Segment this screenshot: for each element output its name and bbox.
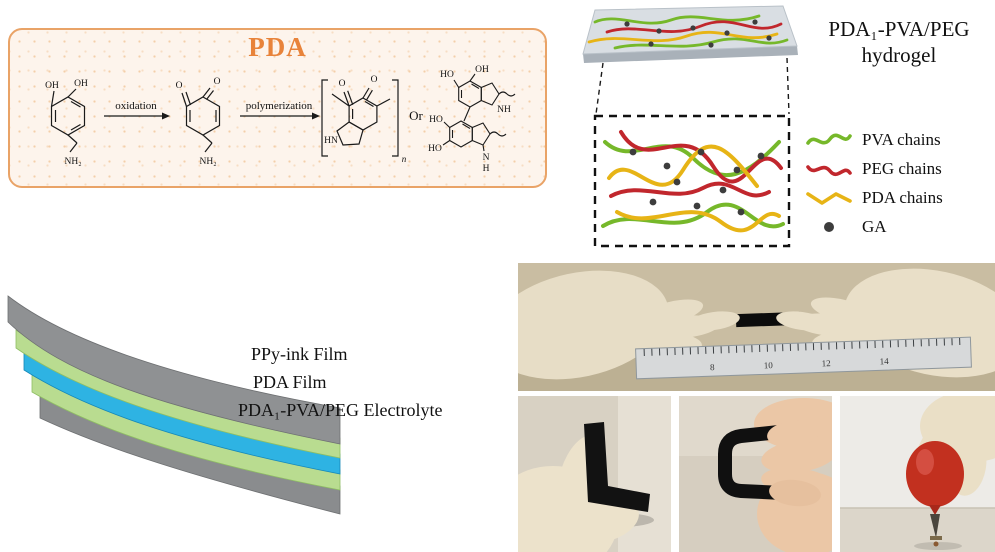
legend-label-pda: PDA chains	[862, 188, 943, 207]
zoom-box	[593, 114, 791, 248]
ruler-number-1: 10	[764, 360, 774, 370]
compression-test-photo	[840, 396, 995, 552]
hydrogel-illustration	[582, 5, 798, 248]
pda-repeat-unit	[321, 79, 399, 157]
electrolyte-label: PDA₁-PVA/PEG Electrolyte	[238, 400, 443, 420]
ppy-ink-film-layer	[7, 295, 341, 445]
hydroxyl-label: HO	[429, 115, 443, 125]
layered-film-stack	[7, 295, 341, 515]
red-balloon	[906, 441, 964, 515]
hydroxyl-label: OH	[74, 79, 88, 89]
ring-h-label: H	[483, 164, 490, 174]
fold-test-photo	[679, 396, 832, 552]
reaction-scheme-drawing: OH OH NH₂ oxidation O O	[45, 65, 516, 174]
fingertip-top	[767, 420, 819, 448]
legend-label-peg: PEG chains	[862, 159, 942, 178]
hydrogel-title-line2: hydrogel	[861, 43, 937, 68]
slab-polymer-chains	[587, 14, 789, 50]
ring-nh-label: NH	[497, 105, 511, 115]
amine-label: NH₂	[199, 157, 216, 167]
zoom-connector-lines	[595, 57, 790, 115]
folded-black-film	[718, 425, 784, 500]
indole-dimer-structure	[442, 73, 516, 152]
hydrogel-title-line1: PDA₁-PVA/PEG	[828, 17, 970, 41]
pda-title: PDA	[248, 32, 307, 62]
ring-nh-label: HN	[324, 136, 338, 146]
network-chains	[601, 130, 785, 233]
network-crosslink-dots	[629, 148, 765, 216]
oxidation-label: oxidation	[115, 100, 157, 112]
ruler-number-2: 12	[822, 358, 831, 368]
hydrogel-slab	[582, 5, 798, 63]
ga-dot-icon	[824, 222, 834, 232]
peg-chain-icon	[806, 165, 852, 177]
ruler-number-0: 8	[710, 362, 715, 372]
ruler: 8 10 12 14	[635, 336, 972, 380]
pda-film-label: PDA Film	[253, 372, 327, 392]
ppy-ink-film-label: PPy-ink Film	[251, 344, 348, 364]
ruler-number-3: 14	[879, 356, 889, 366]
ring-n-label: N	[483, 153, 490, 163]
polymerization-arrow	[240, 112, 320, 120]
legend-item-peg: PEG chains	[806, 159, 943, 179]
hydrogel-legend: PVA chains PEG chains PDA chains GA	[806, 130, 943, 237]
carbonyl-label: O	[339, 79, 346, 89]
pda-reaction-scheme-panel: PDA OH OH NH₂ oxidation	[8, 28, 547, 188]
shadow	[914, 542, 962, 550]
stretch-test-photo: 8 10 12 14	[518, 263, 995, 391]
legend-label-pva: PVA chains	[862, 130, 941, 149]
legend-item-ga: GA	[806, 217, 943, 237]
legend-item-pva: PVA chains	[806, 130, 943, 150]
hydroxyl-label: OH	[45, 81, 59, 91]
hydroxyl-label: HO	[440, 70, 454, 80]
bent-black-film	[584, 422, 650, 512]
dopamine-structure	[50, 88, 86, 153]
fingertip-bottom	[769, 479, 821, 507]
cone-base	[930, 536, 942, 540]
hydroxyl-label: OH	[475, 65, 489, 75]
cone-tip	[930, 514, 940, 538]
contact-mark	[933, 541, 939, 547]
pda-chain-icon	[806, 192, 852, 205]
slab-crosslink-dots	[624, 19, 772, 48]
repeat-subscript-n: n	[402, 154, 407, 164]
bend-test-photo	[518, 396, 671, 552]
oxidation-arrow	[104, 112, 170, 120]
or-label: Or	[409, 108, 423, 123]
amine-label: NH₂	[64, 157, 81, 167]
floor	[840, 508, 995, 552]
polymerization-label: polymerization	[246, 100, 313, 112]
legend-item-pda: PDA chains	[806, 188, 943, 208]
carbonyl-label: O	[214, 77, 221, 87]
legend-label-ga: GA	[862, 217, 887, 236]
hydrogel-title: PDA₁-PVA/PEG hydrogel	[803, 16, 995, 69]
carbonyl-label: O	[371, 75, 378, 85]
carbonyl-label: O	[176, 81, 183, 91]
quinone-structure	[181, 87, 221, 153]
pva-chain-icon	[806, 133, 852, 145]
hydroxyl-label: HO	[428, 144, 442, 154]
